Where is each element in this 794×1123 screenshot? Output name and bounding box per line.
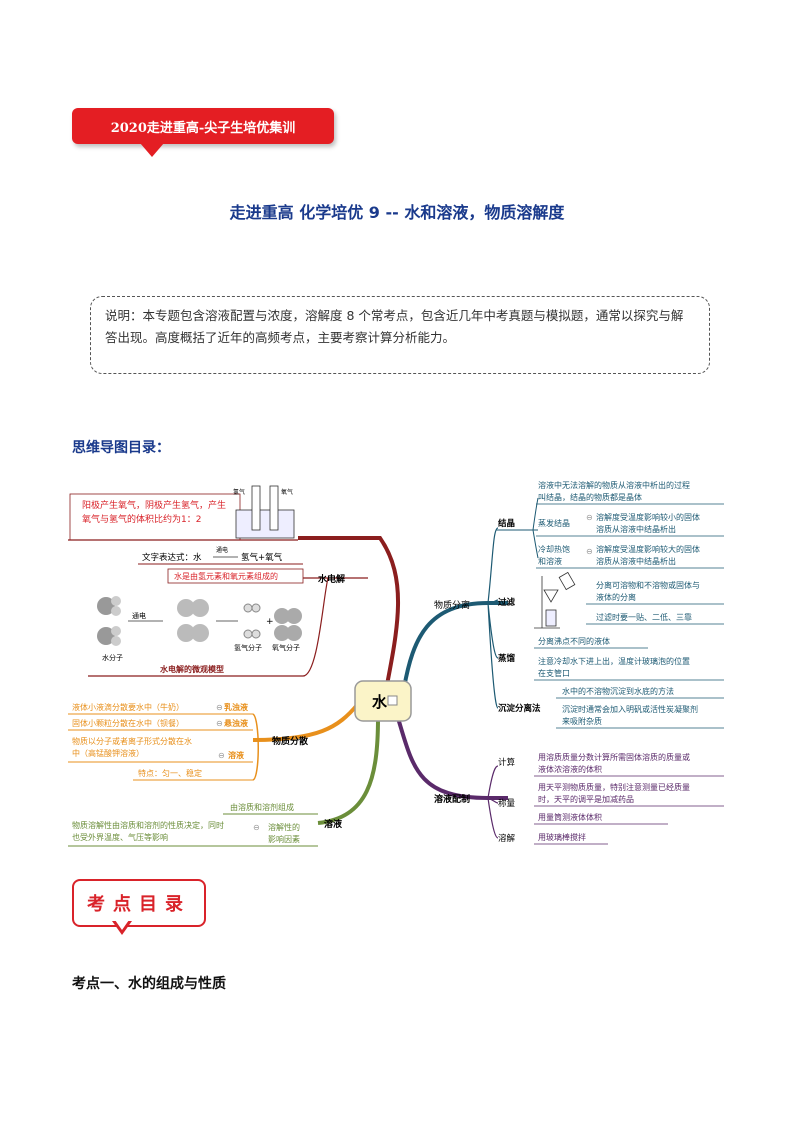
svg-text:⊖: ⊖: [216, 703, 223, 712]
svg-text:叫结晶，结晶的物质都是晶体: 叫结晶，结晶的物质都是晶体: [538, 492, 642, 502]
svg-text:时，天平的调平是加减药品: 时，天平的调平是加减药品: [538, 794, 634, 804]
description-box: 说明：本专题包含溶液配置与浓度，溶解度 8 个常考点，包含近几年中考真题与模拟题…: [90, 296, 710, 374]
svg-text:物质以分子或者离子形式分散在水: 物质以分子或者离子形式分散在水: [72, 736, 192, 746]
svg-text:蒸发结晶: 蒸发结晶: [538, 518, 570, 528]
svg-text:悬浊液: 悬浊液: [223, 718, 248, 728]
dispersion-group: 液体小液滴分散要水中（牛奶） ⊖ 乳浊液 固体小颗粒分散在水中（钡餐） ⊖ 悬浊…: [68, 702, 309, 781]
mindmap-heading: 思维导图目录：: [72, 440, 170, 456]
svg-text:氧气: 氧气: [281, 488, 293, 496]
svg-text:过滤: 过滤: [498, 597, 516, 608]
svg-text:⊖: ⊖: [586, 547, 593, 556]
electrolysis-group: 阳极产生氧气，阴极产生氢气，产生 氧气与氢气的体积比约为1：2 氢气 氧气 文字…: [68, 485, 368, 677]
svg-text:液体浓溶液的体积: 液体浓溶液的体积: [538, 764, 602, 774]
svg-text:溶液: 溶液: [228, 750, 244, 760]
svg-text:溶质从溶液中结晶析出: 溶质从溶液中结晶析出: [596, 556, 676, 566]
svg-text:特点：匀一、稳定: 特点：匀一、稳定: [138, 768, 202, 778]
svg-text:氢气分子: 氢气分子: [234, 643, 262, 652]
branch-dispersion: [252, 702, 360, 742]
svg-text:用量筒测液体体积: 用量筒测液体体积: [538, 812, 602, 822]
banner-pointer: [140, 143, 164, 157]
svg-text:水是由氢元素和氧元素组成的: 水是由氢元素和氧元素组成的: [174, 571, 278, 581]
svg-text:液体小液滴分散要水中（牛奶）: 液体小液滴分散要水中（牛奶）: [72, 702, 184, 712]
svg-text:水分子: 水分子: [102, 653, 123, 662]
svg-text:注意冷却水下进上出，温度计玻璃泡的位置: 注意冷却水下进上出，温度计玻璃泡的位置: [538, 656, 690, 666]
node-dispersion: 物质分散: [272, 735, 309, 747]
node-separation: 物质分离: [434, 599, 470, 611]
solution-group: 由溶质和溶剂组成 物质溶解性由溶质和溶剂的性质决定，同时 也受外界温度、气压等影…: [68, 802, 343, 847]
svg-text:溶质从溶液中结晶析出: 溶质从溶液中结晶析出: [596, 524, 676, 534]
svg-text:中（高锰酸钾溶液）: 中（高锰酸钾溶液）: [72, 748, 144, 758]
svg-text:分离沸点不同的液体: 分离沸点不同的液体: [538, 636, 610, 646]
svg-text:过滤时要一贴、二低、三靠: 过滤时要一贴、二低、三靠: [596, 612, 692, 622]
svg-text:+: +: [266, 617, 274, 627]
svg-text:来吸附杂质: 来吸附杂质: [562, 716, 602, 726]
svg-text:用溶质质量分数计算所需固体溶质的质量或: 用溶质质量分数计算所需固体溶质的质量或: [538, 752, 690, 762]
branch-solution: [317, 717, 380, 825]
promo-banner: 2020走进重高-尖子生培优集训: [72, 108, 334, 144]
svg-text:称量: 称量: [498, 798, 516, 809]
svg-text:溶解: 溶解: [498, 833, 516, 844]
svg-text:文字表达式：水: 文字表达式：水: [142, 552, 202, 563]
svg-text:用天平测物质质量，特别注意测量已经质量: 用天平测物质质量，特别注意测量已经质量: [538, 782, 690, 792]
page-title: 走进重高 化学培优 9 -- 水和溶液，物质溶解度: [229, 203, 565, 222]
svg-text:蒸馏: 蒸馏: [498, 653, 516, 664]
mindmap: 水 阳极产生氧气，阴极产生氢气，产生 氧气与氢气的体积比约为1：2 氢气 氧气 …: [68, 480, 724, 847]
section-heading: 考点一、水的组成与性质: [72, 976, 226, 992]
svg-text:水中的不溶物沉淀到水底的方法: 水中的不溶物沉淀到水底的方法: [562, 686, 674, 696]
svg-text:通电: 通电: [132, 611, 146, 620]
svg-text:溶解性的: 溶解性的: [268, 822, 300, 832]
svg-text:在支管口: 在支管口: [538, 668, 570, 678]
kaodian-label: 考点目录: [72, 879, 206, 927]
node-electrolysis: 水电解: [318, 573, 345, 585]
svg-text:和溶液: 和溶液: [538, 556, 562, 566]
center-node: [354, 680, 412, 722]
svg-text:计算: 计算: [498, 757, 516, 768]
center-label: 水: [372, 693, 388, 711]
filter-apparatus-icon: [534, 571, 576, 629]
svg-text:⊖: ⊖: [586, 513, 593, 522]
svg-text:⊖: ⊖: [253, 823, 260, 832]
svg-text:用玻璃棒搅拌: 用玻璃棒搅拌: [538, 832, 586, 842]
node-prepare: 溶液配制: [434, 793, 470, 805]
svg-text:溶解度受温度影响较大的固体: 溶解度受温度影响较大的固体: [596, 544, 700, 554]
svg-text:沉淀时通常会加入明矾或活性炭凝聚剂: 沉淀时通常会加入明矾或活性炭凝聚剂: [562, 704, 698, 714]
branch-electrolysis: [298, 536, 401, 691]
molecule-model-icon: 通电 + 水分子 氢气分子 氧气分子: [97, 596, 302, 662]
svg-text:氧气分子: 氧气分子: [272, 643, 300, 652]
svg-text:⊖: ⊖: [216, 719, 223, 728]
svg-text:固体小颗粒分散在水中（钡餐）: 固体小颗粒分散在水中（钡餐）: [72, 718, 184, 728]
svg-text:水电解的微观模型: 水电解的微观模型: [159, 664, 224, 674]
svg-text:由溶质和溶剂组成: 由溶质和溶剂组成: [230, 802, 294, 812]
svg-text:沉淀分离法: 沉淀分离法: [498, 703, 541, 714]
svg-text:物质溶解性由溶质和溶剂的性质决定，同时: 物质溶解性由溶质和溶剂的性质决定，同时: [72, 820, 224, 830]
svg-text:通电: 通电: [216, 546, 228, 554]
svg-text:溶解度受温度影响较小的固体: 溶解度受温度影响较小的固体: [596, 512, 700, 522]
node-solution: 溶液: [324, 818, 343, 830]
svg-text:冷却热饱: 冷却热饱: [538, 544, 570, 554]
svg-text:氢气+氧气: 氢气+氧气: [241, 552, 283, 563]
svg-text:阳极产生氧气，阴极产生氢气，产生: 阳极产生氧气，阴极产生氢气，产生: [82, 499, 226, 511]
svg-text:氧气与氢气的体积比约为1：2: 氧气与氢气的体积比约为1：2: [82, 513, 201, 525]
svg-text:氢气: 氢气: [233, 488, 245, 496]
svg-text:溶液中无法溶解的物质从溶液中析出的过程: 溶液中无法溶解的物质从溶液中析出的过程: [538, 480, 690, 490]
svg-text:也受外界温度、气压等影响: 也受外界温度、气压等影响: [72, 832, 168, 842]
branch-prepare: [396, 717, 508, 800]
svg-text:液体的分离: 液体的分离: [596, 592, 636, 602]
separation-group: 物质分离 结晶 溶液中无法溶解的物质从溶液中析出的过程 叫结晶，结晶的物质都是晶…: [434, 480, 724, 729]
branch-separation: [402, 601, 508, 689]
svg-text:影响因素: 影响因素: [268, 834, 300, 844]
svg-text:⊖: ⊖: [218, 751, 225, 760]
svg-text:结晶: 结晶: [498, 518, 515, 529]
prepare-group: 溶液配制 计算 用溶质质量分数计算所需固体溶质的质量或 液体浓溶液的体积 称量 …: [434, 752, 724, 845]
svg-text:分离可溶物和不溶物或固体与: 分离可溶物和不溶物或固体与: [596, 580, 700, 590]
svg-text:乳浊液: 乳浊液: [224, 702, 248, 712]
electrolysis-apparatus-icon: 氢气 氧气: [233, 485, 295, 539]
